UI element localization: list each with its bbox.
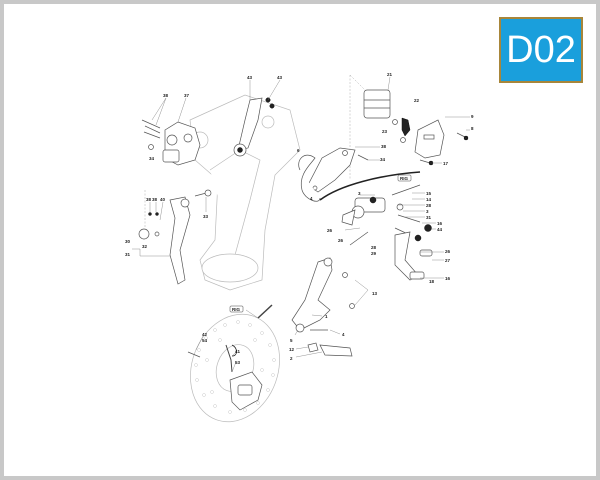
part-label: 30: [125, 239, 131, 244]
part-label: 12: [289, 347, 295, 352]
master-cylinder: [341, 194, 386, 226]
part-label: 1: [325, 314, 328, 319]
part-label: 26: [445, 249, 451, 254]
part-label: 27: [445, 258, 451, 263]
brake-pedal: [132, 189, 212, 285]
part-label: 34: [149, 156, 155, 161]
part-label: 33: [203, 214, 209, 219]
frame-body: [189, 94, 301, 291]
part-label: 13: [372, 291, 378, 296]
part-label: 38: [152, 197, 158, 202]
part-label: 23: [382, 129, 388, 134]
part-label: 54: [202, 338, 208, 343]
brake-disc: [187, 304, 280, 423]
part-label: 28: [426, 203, 432, 208]
part-label: 43: [247, 75, 253, 80]
part-label: 40: [160, 197, 166, 202]
part-label: 34: [380, 157, 386, 162]
part-label: 21: [387, 72, 393, 77]
lever-assembly: [344, 184, 444, 281]
part-label: 3: [358, 191, 361, 196]
part-label: 26: [327, 228, 333, 233]
part-label: 18: [429, 279, 435, 284]
part-label: 53: [235, 360, 241, 365]
part-label: 3: [426, 209, 429, 214]
footrest-bracket: [291, 257, 369, 358]
bracket-37: [141, 97, 201, 166]
part-label: 9: [471, 114, 474, 119]
master-cylinder-bracket: [298, 146, 421, 202]
part-labels: 38 37 34 43 43 21 22 9 8 23 38 34 17 6 4…: [125, 72, 474, 365]
part-label: 22: [414, 98, 420, 103]
part-label: 28: [371, 245, 377, 250]
part-label: 44: [437, 227, 443, 232]
part-label: 8: [471, 126, 474, 131]
part-label: 5: [290, 338, 293, 343]
part-label: 37: [184, 93, 190, 98]
part-label: 14: [426, 197, 432, 202]
part-label: 4: [342, 332, 345, 337]
part-label: RIG: [232, 307, 241, 312]
rig-tag-bottom: [229, 305, 244, 313]
part-label: 6: [297, 148, 300, 153]
part-label: 2: [290, 356, 293, 361]
part-label: 42: [202, 332, 208, 337]
part-label: 16: [445, 276, 451, 281]
hanger-link: [233, 79, 281, 157]
part-label: 29: [371, 251, 377, 256]
heat-shield-plate: [414, 116, 470, 166]
part-label: 43: [277, 75, 283, 80]
diagram-code-badge: D02: [499, 17, 583, 83]
part-label: 26: [338, 238, 344, 243]
part-label: 4: [310, 196, 313, 201]
part-label: 31: [125, 252, 131, 257]
part-label: 38: [163, 93, 169, 98]
part-label: 17: [443, 161, 449, 166]
part-label: 15: [426, 191, 432, 196]
part-label: 38: [381, 144, 387, 149]
part-label: 38: [146, 197, 152, 202]
rig-tag-top: RIG: [397, 174, 412, 182]
svg-text:RIG: RIG: [400, 176, 409, 181]
fluid-reservoir: [349, 74, 411, 180]
part-label: 16: [437, 221, 443, 226]
part-label: 32: [142, 244, 148, 249]
part-label: 41: [235, 349, 241, 354]
part-label: 31: [426, 215, 432, 220]
